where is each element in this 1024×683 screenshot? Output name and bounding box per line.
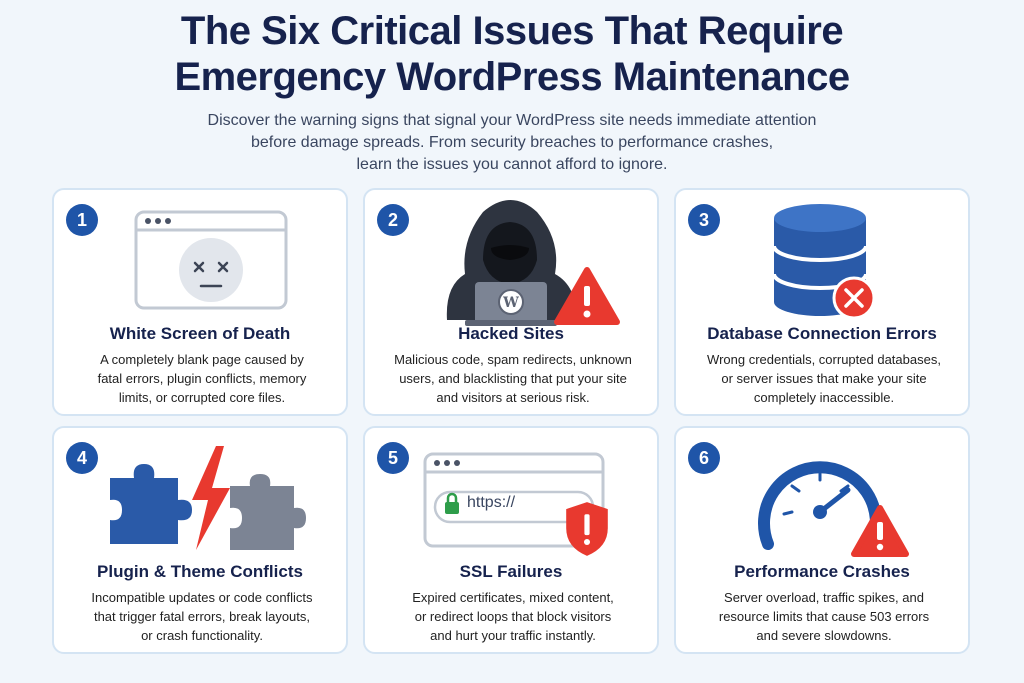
card-title: SSL Failures xyxy=(459,562,563,581)
card-white-screen: 1 White Screen of Death A completely bla… xyxy=(52,188,348,416)
card-title: White Screen of Death xyxy=(109,324,291,343)
desc-line: Malicious code, spam redirects, unknown xyxy=(394,352,632,367)
title-line-2: Emergency WordPress Maintenance xyxy=(174,55,850,99)
card-description: A completely blank page caused by fatal … xyxy=(68,350,336,407)
url-text: https:// xyxy=(467,494,516,511)
database-error-icon xyxy=(772,204,876,320)
desc-line: fatal errors, plugin conflicts, memory xyxy=(97,371,307,386)
desc-line: A completely blank page caused by xyxy=(100,352,304,367)
desc-line: or server issues that make your site xyxy=(721,371,927,386)
card-description: Malicious code, spam redirects, unknown … xyxy=(379,350,647,407)
desc-line: and visitors at serious risk. xyxy=(436,390,590,405)
desc-line: resource limits that cause 503 errors xyxy=(718,609,930,624)
desc-line: limits, or corrupted core files. xyxy=(118,390,286,405)
desc-line: Server overload, traffic spikes, and xyxy=(724,590,924,605)
subtitle-line-3: learn the issues you cannot afford to ig… xyxy=(356,156,668,173)
https-shield-warning-icon xyxy=(423,452,605,548)
card-description: Server overload, traffic spikes, and res… xyxy=(690,588,958,645)
desc-line: and severe slowdowns. xyxy=(756,628,892,643)
card-number-badge: 1 xyxy=(66,204,98,236)
puzzle-pieces-lightning-icon xyxy=(110,446,306,550)
card-number-badge: 3 xyxy=(688,204,720,236)
svg-text:W: W xyxy=(502,295,519,311)
card-description: Wrong credentials, corrupted databases, … xyxy=(690,350,958,407)
card-title: Plugin & Theme Conflicts xyxy=(97,562,303,581)
desc-line: Incompatible updates or code conflicts xyxy=(91,590,313,605)
card-number-badge: 5 xyxy=(377,442,409,474)
desc-line: or crash functionality. xyxy=(141,628,263,643)
card-description: Expired certificates, mixed content, or … xyxy=(379,588,647,645)
speedometer-warning-icon xyxy=(758,461,909,557)
card-number-badge: 2 xyxy=(377,204,409,236)
card-title: Performance Crashes xyxy=(734,562,910,581)
page-title: The Six Critical Issues That Require Eme… xyxy=(0,8,1024,100)
hooded-hacker-icon: W xyxy=(446,200,620,326)
page-subtitle: Discover the warning signs that signal y… xyxy=(150,110,874,176)
desc-line: that trigger fatal errors, break layouts… xyxy=(93,609,311,624)
shield-warning-icon xyxy=(566,502,608,556)
card-ssl-failures: 5 https:// SSL Failures Expired certific… xyxy=(363,426,659,654)
card-database-errors: 3 Database Connection Errors Wrong crede… xyxy=(674,188,970,416)
subtitle-line-2: before damage spreads. From security bre… xyxy=(250,134,774,151)
subtitle-line-1: Discover the warning signs that signal y… xyxy=(207,112,817,129)
card-description: Incompatible updates or code conflicts t… xyxy=(68,588,336,645)
card-hacked-sites: 2 W Hacked Sites Malicious code, spam re… xyxy=(363,188,659,416)
card-number-badge: 4 xyxy=(66,442,98,474)
desc-line: Expired certificates, mixed content, xyxy=(412,590,614,605)
card-title: Database Connection Errors xyxy=(707,324,937,343)
card-number-badge: 6 xyxy=(688,442,720,474)
desc-line: completely inaccessible. xyxy=(753,390,895,405)
blank-browser-sad-face-icon xyxy=(134,210,288,310)
title-line-1: The Six Critical Issues That Require xyxy=(180,9,844,53)
desc-line: and hurt your traffic instantly. xyxy=(430,628,596,643)
card-performance-crashes: 6 Performance Crashes Server overload, t… xyxy=(674,426,970,654)
desc-line: or redirect loops that block visitors xyxy=(414,609,612,624)
card-plugin-conflicts: 4 Plugin & Theme Conflicts Incompatible … xyxy=(52,426,348,654)
desc-line: users, and blacklisting that put your si… xyxy=(399,371,627,386)
desc-line: Wrong credentials, corrupted databases, xyxy=(707,352,941,367)
card-title: Hacked Sites xyxy=(458,324,564,343)
